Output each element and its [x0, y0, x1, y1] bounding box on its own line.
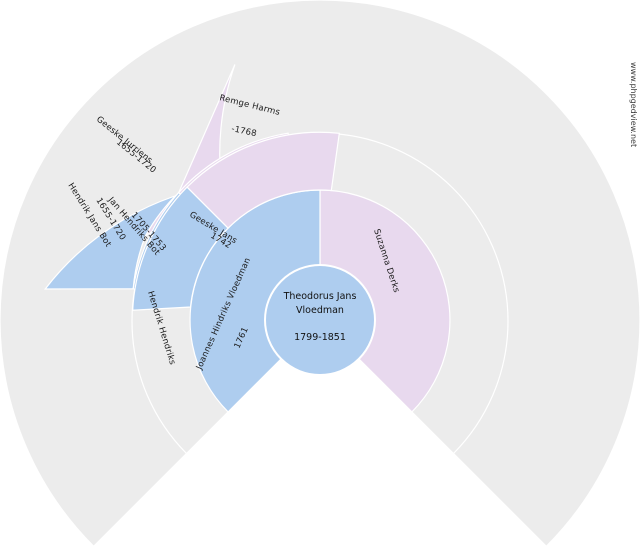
gen3-segment-female[interactable]: [186, 131, 340, 229]
center-name-line2: Vloedman: [296, 305, 344, 316]
center-dates: 1799-1851: [294, 332, 346, 343]
center-name-line1: Theodorus Jans: [283, 291, 357, 302]
gen3-segment-male[interactable]: [132, 186, 229, 311]
gen2-segment-suzanna-derks[interactable]: [319, 189, 451, 413]
watermark-phpgedview: www.phpgedview.net: [629, 62, 638, 148]
center-circle[interactable]: [264, 264, 376, 376]
